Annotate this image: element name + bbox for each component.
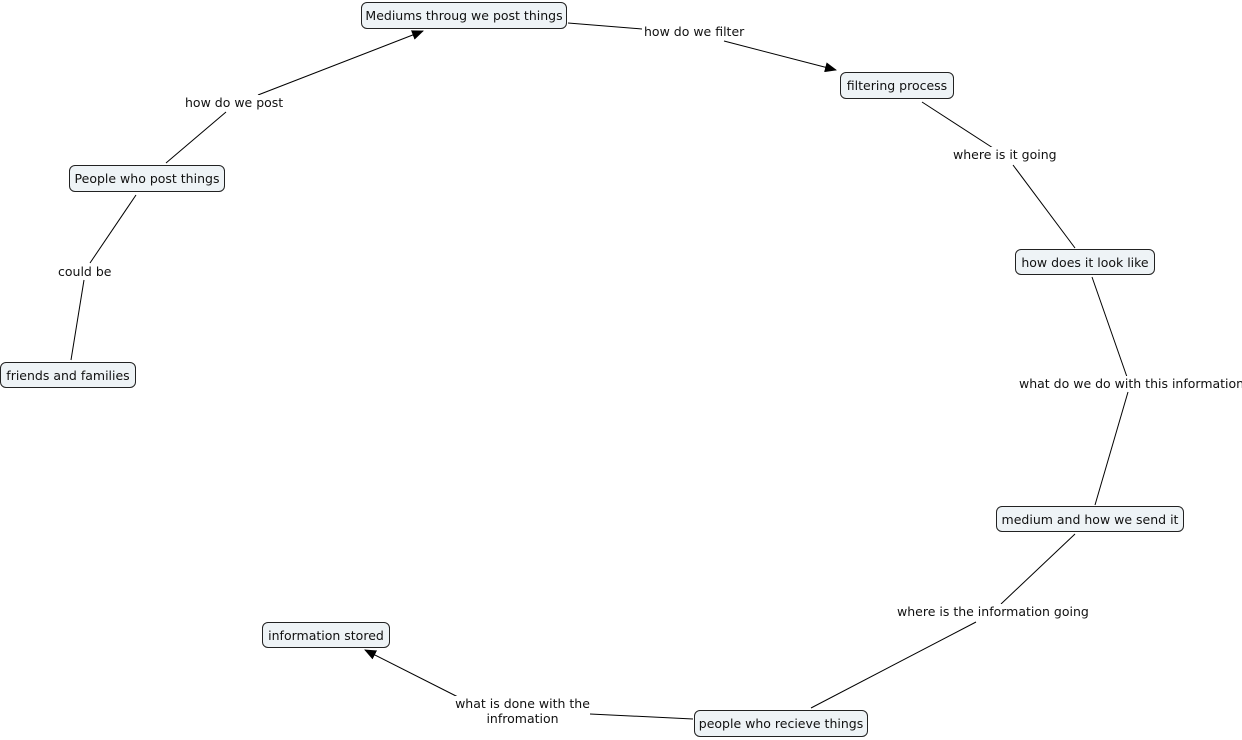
node-information-stored[interactable]: information stored bbox=[262, 622, 390, 648]
edge-post-label-to-mediums bbox=[257, 30, 424, 96]
edge-posters-to-post-label bbox=[165, 111, 227, 164]
link-label-done-line2: infromation bbox=[486, 711, 559, 726]
edge-receivers-to-done-label bbox=[589, 713, 694, 720]
edge-infogoing-label-to-receivers bbox=[810, 621, 977, 709]
edge-mediums-to-filter-label bbox=[567, 22, 643, 30]
link-label-going: where is it going bbox=[953, 147, 1057, 162]
node-how-does-it-look[interactable]: how does it look like bbox=[1015, 249, 1155, 275]
edge-done-label-to-stored bbox=[364, 649, 459, 698]
node-medium-and-send[interactable]: medium and how we send it bbox=[996, 506, 1184, 532]
edge-filtering-to-going-label bbox=[921, 101, 994, 149]
node-people-post[interactable]: People who post things bbox=[69, 165, 225, 192]
link-label-done-line1: what is done with the bbox=[455, 696, 590, 711]
node-people-receive[interactable]: people who recieve things bbox=[694, 710, 868, 737]
node-friends-families[interactable]: friends and families bbox=[0, 362, 136, 388]
link-label-could: could be bbox=[58, 264, 112, 279]
link-label-info-going: where is the information going bbox=[897, 604, 1089, 619]
node-mediums[interactable]: Mediums throug we post things bbox=[361, 2, 567, 29]
edge-filter-label-to-filtering bbox=[723, 40, 837, 73]
edge-going-label-to-looks bbox=[1012, 164, 1076, 249]
edge-whatdo-label-to-medium bbox=[1094, 391, 1129, 506]
edge-could-label-to-friends bbox=[70, 279, 85, 361]
edge-medium-to-infogoing-label bbox=[1000, 533, 1076, 605]
edge-looks-to-whatdo-label bbox=[1091, 276, 1128, 378]
link-label-what-do: what do we do with this information bbox=[1019, 376, 1242, 391]
edge-posters-to-could-label bbox=[89, 194, 137, 264]
link-label-post: how do we post bbox=[185, 95, 284, 110]
node-filtering-process[interactable]: filtering process bbox=[840, 72, 954, 99]
link-label-done: what is done with the infromation bbox=[455, 696, 590, 726]
link-label-filter: how do we filter bbox=[644, 24, 745, 39]
